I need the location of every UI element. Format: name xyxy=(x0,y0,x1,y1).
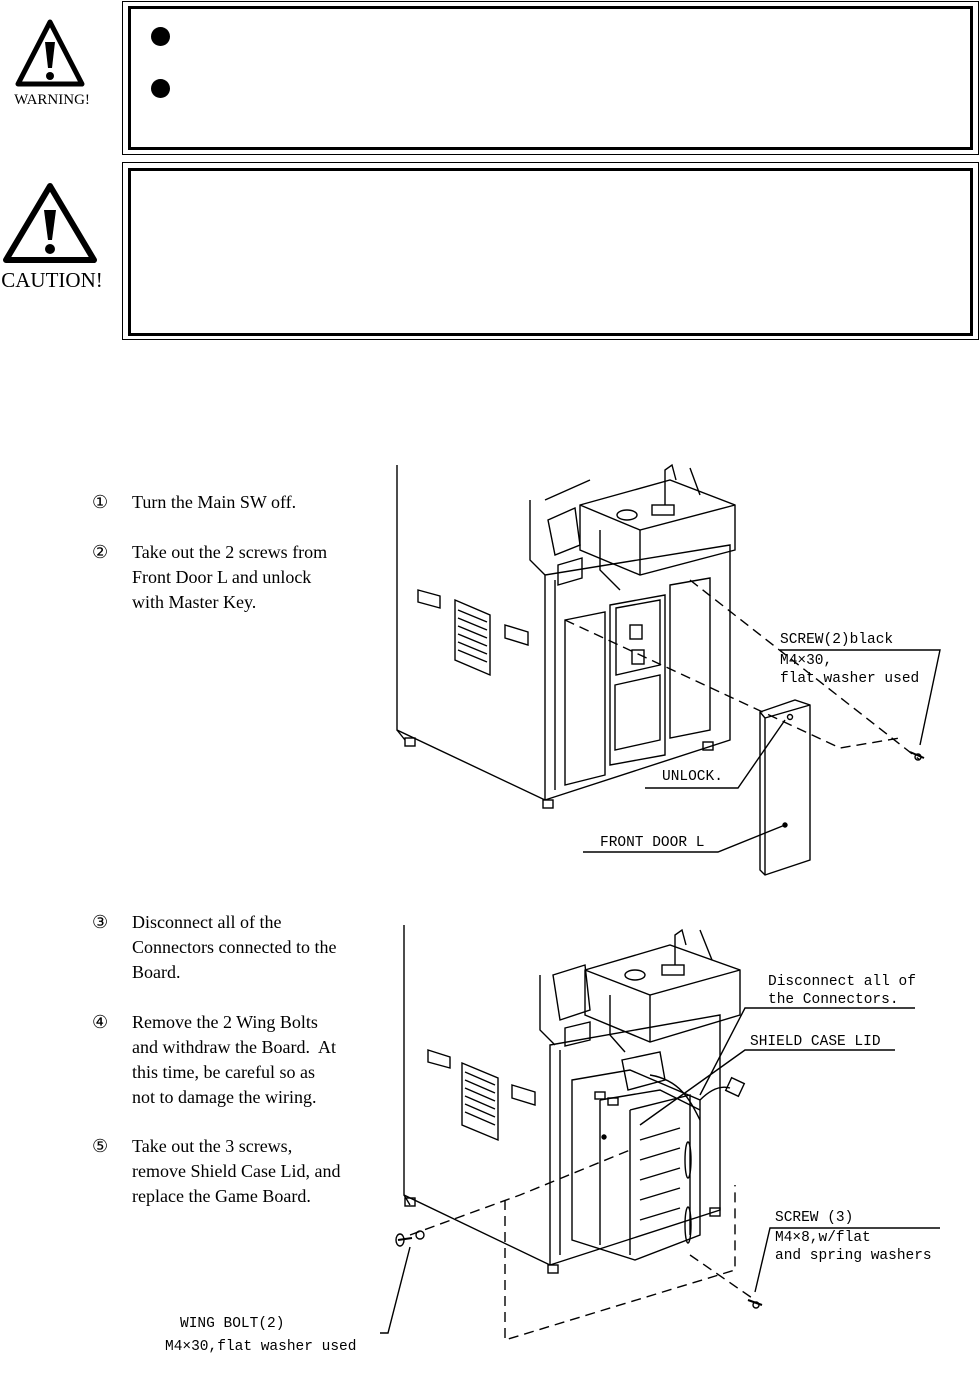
callout-wing-title: WING BOLT(2) xyxy=(180,1316,285,1332)
caution-box-inner xyxy=(128,168,973,336)
step-text: Disconnect all of the Connectors connect… xyxy=(132,912,337,982)
callout-screw3-title: SCREW (3) xyxy=(775,1210,854,1226)
callout-shield-lid: SHIELD CASE LID xyxy=(750,1034,881,1050)
warning-bullet-2 xyxy=(151,79,170,98)
warning-bullet-1 xyxy=(151,27,170,46)
callout-wing-spec: M4×30,flat washer used xyxy=(165,1339,357,1355)
callout-unlock: UNLOCK. xyxy=(662,769,723,785)
warning-label: WARNING! xyxy=(14,92,90,108)
callout-screw3-spec: M4×8,w/flat and spring washers xyxy=(775,1230,932,1264)
callout-screw-spec: M4×30, flat washer used xyxy=(780,653,920,687)
step-text: Take out the 3 screws, remove Shield Cas… xyxy=(132,1136,341,1206)
step-number: ④ xyxy=(92,1012,109,1032)
step-number: ⑤ xyxy=(92,1136,109,1156)
callout-front-door: FRONT DOOR L xyxy=(600,835,705,851)
figure-front-door-removal xyxy=(396,463,941,876)
callout-screw-title: SCREW(2)black xyxy=(780,632,894,648)
warning-icon xyxy=(14,18,86,90)
caution-icon xyxy=(2,182,98,264)
step-text: Take out the 2 screws from Front Door L … xyxy=(132,542,328,612)
step-text: Remove the 2 Wing Bolts and withdraw the… xyxy=(132,1012,336,1107)
step-number: ① xyxy=(92,492,109,512)
callout-disconnect: Disconnect all of the Connectors. xyxy=(768,974,916,1008)
step-text: Turn the Main SW off. xyxy=(132,492,297,512)
caution-label: CAUTION! xyxy=(1,268,103,292)
warning-box-inner xyxy=(128,6,973,150)
step-number: ② xyxy=(92,542,109,562)
step-number: ③ xyxy=(92,912,109,932)
figure-game-board-replacement xyxy=(380,925,940,1341)
